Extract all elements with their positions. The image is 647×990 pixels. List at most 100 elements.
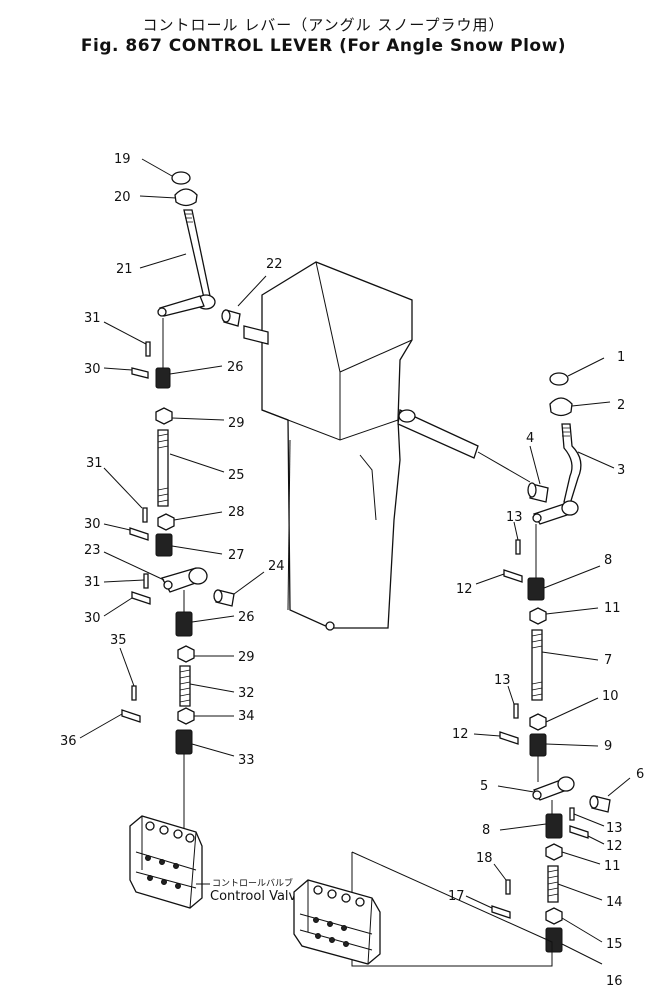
nut-29b <box>177 645 195 663</box>
nut-15 <box>545 907 563 925</box>
clevis-33 <box>175 729 193 755</box>
cap-19 <box>171 171 191 185</box>
callout-29b: 29 <box>238 650 255 665</box>
nut-28 <box>157 513 175 531</box>
callout-14: 14 <box>606 895 623 910</box>
nut-11b <box>545 843 563 861</box>
callout-34: 34 <box>238 709 255 724</box>
callout-30c: 30 <box>84 611 101 626</box>
cap-1 <box>549 372 569 386</box>
callout-32: 32 <box>238 686 255 701</box>
clevis-8a <box>527 577 545 601</box>
bolt-30c <box>131 591 151 605</box>
bushing-24 <box>213 571 265 607</box>
callout-35: 35 <box>110 633 127 648</box>
figure-title: Fig. 867 CONTROL LEVER (For Angle Snow P… <box>80 36 567 56</box>
lever-3 <box>532 423 615 525</box>
clevis-16 <box>545 927 563 953</box>
callout-1: 1 <box>617 350 625 365</box>
clevis-26b <box>175 611 193 637</box>
rod-14 <box>547 865 603 903</box>
callout-13a: 13 <box>506 510 523 525</box>
pin-31a <box>145 341 151 357</box>
knob-20 <box>174 188 198 207</box>
pin-31b <box>142 507 148 523</box>
callout-31a: 31 <box>84 311 101 326</box>
bolt-12c <box>569 825 589 839</box>
nut-11a <box>529 607 547 625</box>
callout-13b: 13 <box>494 673 511 688</box>
bolt-30a <box>131 367 149 379</box>
callout-18: 18 <box>476 851 493 866</box>
clevis-27 <box>155 533 173 557</box>
callout-9: 9 <box>604 739 612 754</box>
callout-23: 23 <box>84 543 101 558</box>
bolt-30b <box>129 527 149 541</box>
bushing-4 <box>527 445 549 503</box>
pin-13b <box>513 703 519 719</box>
callout-11b: 11 <box>604 859 621 874</box>
clevis-8b <box>545 813 563 839</box>
callout-36: 36 <box>60 734 77 749</box>
callout-19: 19 <box>114 152 131 167</box>
console-housing <box>261 261 413 631</box>
pin-13a <box>515 539 521 555</box>
nut-29a <box>155 407 173 425</box>
callout-4: 4 <box>526 431 534 446</box>
callout-3: 3 <box>617 463 625 478</box>
callout-21: 21 <box>116 262 133 277</box>
rod-32 <box>179 665 235 707</box>
callout-31b: 31 <box>86 456 103 471</box>
callout-20: 20 <box>114 190 131 205</box>
callout-24: 24 <box>268 559 285 574</box>
callout-11a: 11 <box>604 601 621 616</box>
bushing-6 <box>589 777 631 813</box>
callout-33: 33 <box>238 753 255 768</box>
callout-12a: 12 <box>456 582 473 597</box>
nut-10 <box>529 713 547 731</box>
callout-6: 6 <box>636 767 644 782</box>
rod-7 <box>531 629 599 701</box>
pin-31c <box>143 573 149 589</box>
callout-26b: 26 <box>238 610 255 625</box>
callout-29a: 29 <box>228 416 245 431</box>
pin-18 <box>505 879 511 895</box>
valve-label: Controol Valve <box>210 889 304 904</box>
bushing-22 <box>221 275 267 327</box>
callout-22: 22 <box>266 257 283 272</box>
cross-shaft <box>243 325 531 483</box>
callout-28: 28 <box>228 505 245 520</box>
pin-13c <box>569 807 575 821</box>
callout-8a: 8 <box>604 553 612 568</box>
callout-30a: 30 <box>84 362 101 377</box>
callout-12b: 12 <box>452 727 469 742</box>
callout-16: 16 <box>606 974 623 989</box>
callout-30b: 30 <box>84 517 101 532</box>
valve-label-jp: コントロールバルブ <box>212 877 293 889</box>
arm-23 <box>103 551 208 593</box>
callout-27: 27 <box>228 548 245 563</box>
callout-31c: 31 <box>84 575 101 590</box>
lever-21 <box>139 209 216 317</box>
arm-5 <box>497 776 575 801</box>
callout-12c: 12 <box>606 839 623 854</box>
callout-15: 15 <box>606 937 623 952</box>
bolt-12b <box>499 731 519 745</box>
control-valve-right <box>293 851 553 967</box>
callout-7: 7 <box>604 653 612 668</box>
callout-26a: 26 <box>227 360 244 375</box>
bolt-12a <box>503 569 523 583</box>
callout-2: 2 <box>617 398 625 413</box>
callout-5: 5 <box>480 779 488 794</box>
callout-numbers: 19 20 21 22 31 30 26 29 31 25 28 30 27 2… <box>60 152 644 989</box>
pin-35 <box>131 685 137 701</box>
callout-25: 25 <box>228 468 245 483</box>
callout-10: 10 <box>602 689 619 704</box>
callout-13c: 13 <box>606 821 623 836</box>
clevis-9 <box>529 733 547 757</box>
rod-25 <box>157 429 225 507</box>
bolt-17 <box>491 905 511 919</box>
figure-title-japanese: コントロール レバー（アングル スノープラウ用） <box>142 16 505 34</box>
clevis-26a <box>155 367 171 389</box>
